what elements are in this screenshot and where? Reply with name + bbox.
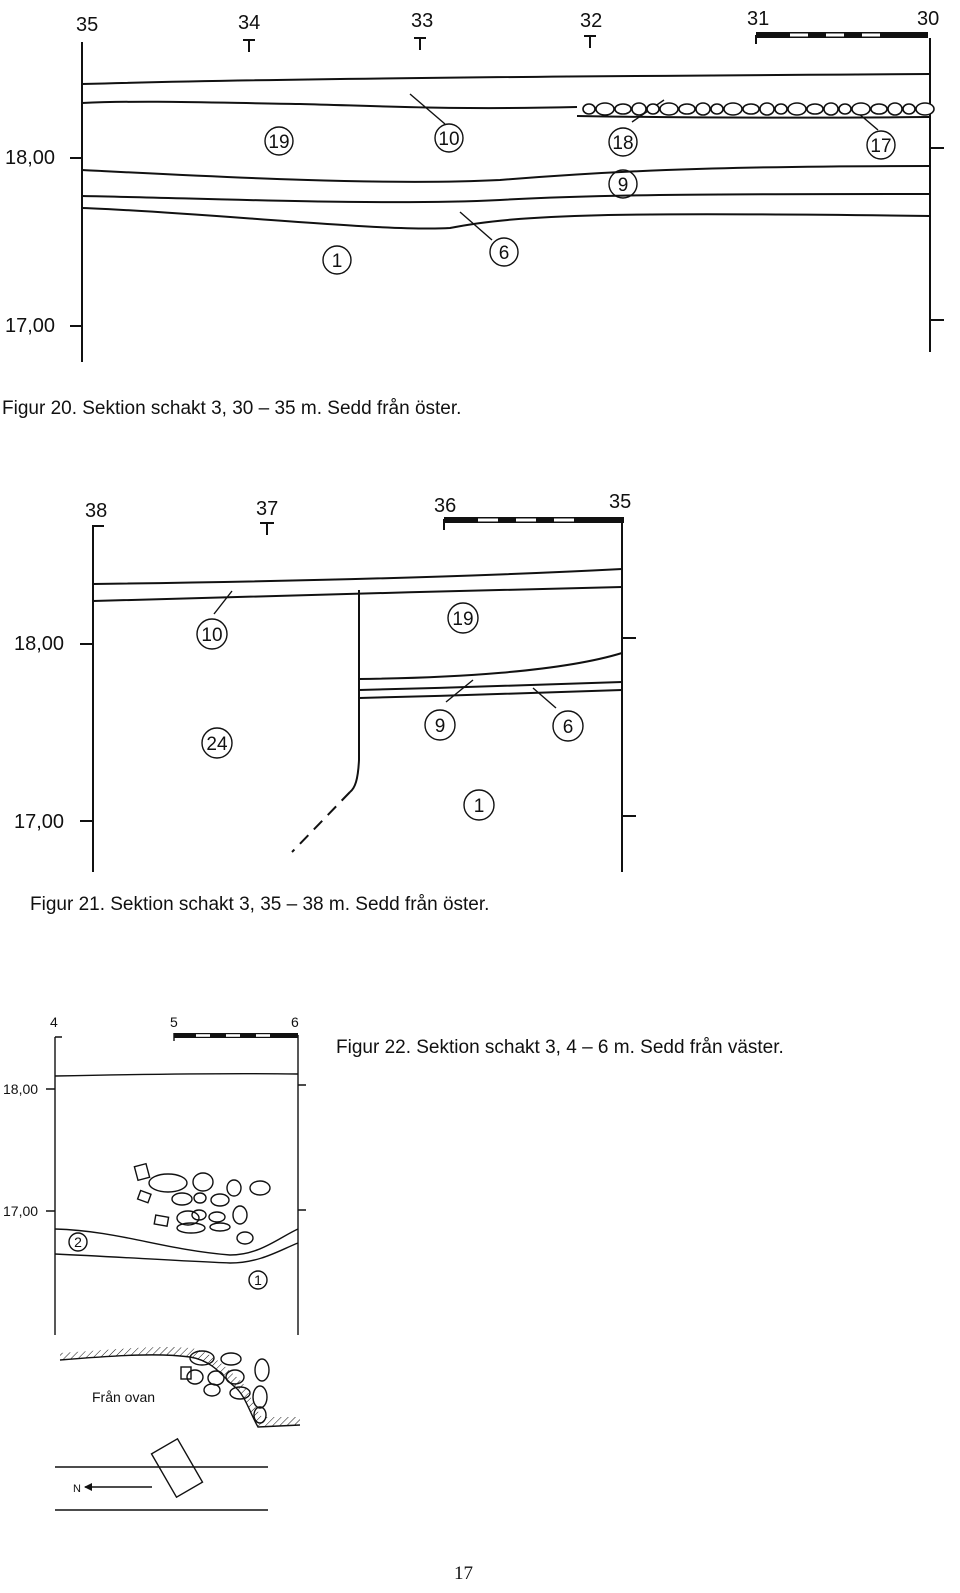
layer-label: 6 [552,710,584,742]
section-left-edge [54,1036,62,1335]
layer-label: 10 [434,123,464,153]
layer-label: 6 [489,237,519,267]
scale-bar [443,517,624,530]
stone [614,103,632,115]
stone [774,103,788,115]
figure-22-caption: Figur 22. Sektion schakt 3, 4 – 6 m. Sed… [336,1037,784,1058]
scale-bar [173,1033,298,1041]
layer-label: 18 [608,127,638,157]
station-label: 38 [85,500,107,522]
stone [902,103,916,115]
figure-20-caption: Figur 20. Sektion schakt 3, 30 – 35 m. S… [2,398,462,419]
elevation-label-17: 17,00 [14,811,64,833]
layer-boundaries [54,1072,299,1264]
figure-22-section-drawing: 4 5 6 18,00 17,00 [3,1014,306,1511]
layer-label: 19 [447,602,479,634]
svg-text:10: 10 [438,129,459,150]
page-number: 17 [454,1563,473,1584]
stone [823,102,839,116]
layer-label: 19 [264,126,294,156]
layer-label: 1 [463,789,495,821]
svg-text:9: 9 [435,716,446,737]
station-label: 33 [411,10,433,32]
stone [678,103,696,115]
station-label: 32 [580,10,602,32]
station-label: 36 [434,495,456,517]
svg-text:24: 24 [206,734,228,755]
elevation-tick [80,637,636,822]
stone [595,102,615,116]
stone-row [582,102,935,116]
station-label: 31 [747,8,769,30]
station-label: 35 [76,14,98,36]
svg-text:1: 1 [254,1272,262,1288]
svg-text:9: 9 [618,175,629,196]
layer-label: 9 [424,709,456,741]
layer-label: 1 [248,1270,268,1290]
layer-label: 17 [866,130,896,160]
stone [742,103,760,115]
stone [887,102,903,116]
stone [659,102,679,116]
station-label: 34 [238,12,260,34]
elevation-label-18: 18,00 [5,147,55,169]
layer-label: 1 [322,245,352,275]
plan-view: Från ovan N [55,1346,301,1511]
station-label: 5 [170,1014,178,1030]
svg-text:18: 18 [612,133,633,154]
elevation-label-18: 18,00 [14,633,64,655]
figure-20-section-drawing: 35 34 33 32 31 30 18,00 17,00 [5,8,944,362]
svg-text:1: 1 [332,251,343,272]
elevation-tick [70,147,944,327]
stone [759,102,775,116]
svg-text:2: 2 [74,1234,82,1250]
plan-view-label: Från ovan [92,1389,155,1405]
station-tick-marks [92,522,274,535]
stone [646,103,660,115]
station-label: 6 [291,1014,299,1030]
stone-cluster [133,1162,271,1245]
stone [710,103,724,115]
scale-bar [755,32,928,44]
stone [806,103,824,115]
station-label: 37 [256,498,278,520]
stone [851,102,871,116]
layer-label: 24 [201,727,233,759]
stone [838,103,852,115]
layer-label: 2 [68,1232,88,1252]
stone [723,102,743,116]
station-label: 4 [50,1014,58,1030]
svg-text:6: 6 [563,717,574,738]
svg-text:6: 6 [499,243,510,264]
station-label: 30 [917,8,939,30]
stone [631,102,647,116]
elevation-label-17: 17,00 [3,1203,38,1219]
stone [582,103,596,115]
svg-text:17: 17 [870,136,891,157]
station-tick-marks [243,35,596,52]
layer-label: 9 [608,169,638,199]
figure-21-caption: Figur 21. Sektion schakt 3, 35 – 38 m. S… [30,894,490,915]
svg-text:1: 1 [474,796,485,817]
stone [787,102,807,116]
figure-21-section-drawing: 38 37 36 35 18,00 17,00 [14,491,636,872]
stone [870,103,888,115]
elevation-tick [46,1084,306,1212]
stone [915,102,935,116]
svg-text:10: 10 [201,625,222,646]
layer-boundaries [92,568,623,853]
svg-text:19: 19 [268,132,289,153]
svg-text:19: 19 [452,609,473,630]
station-label: 35 [609,491,631,513]
elevation-label-17: 17,00 [5,315,55,337]
layer-label: 10 [196,618,228,650]
stone [695,102,711,116]
elevation-label-18: 18,00 [3,1081,38,1097]
north-arrow-label: N [73,1483,81,1495]
layer-boundaries [81,73,931,241]
